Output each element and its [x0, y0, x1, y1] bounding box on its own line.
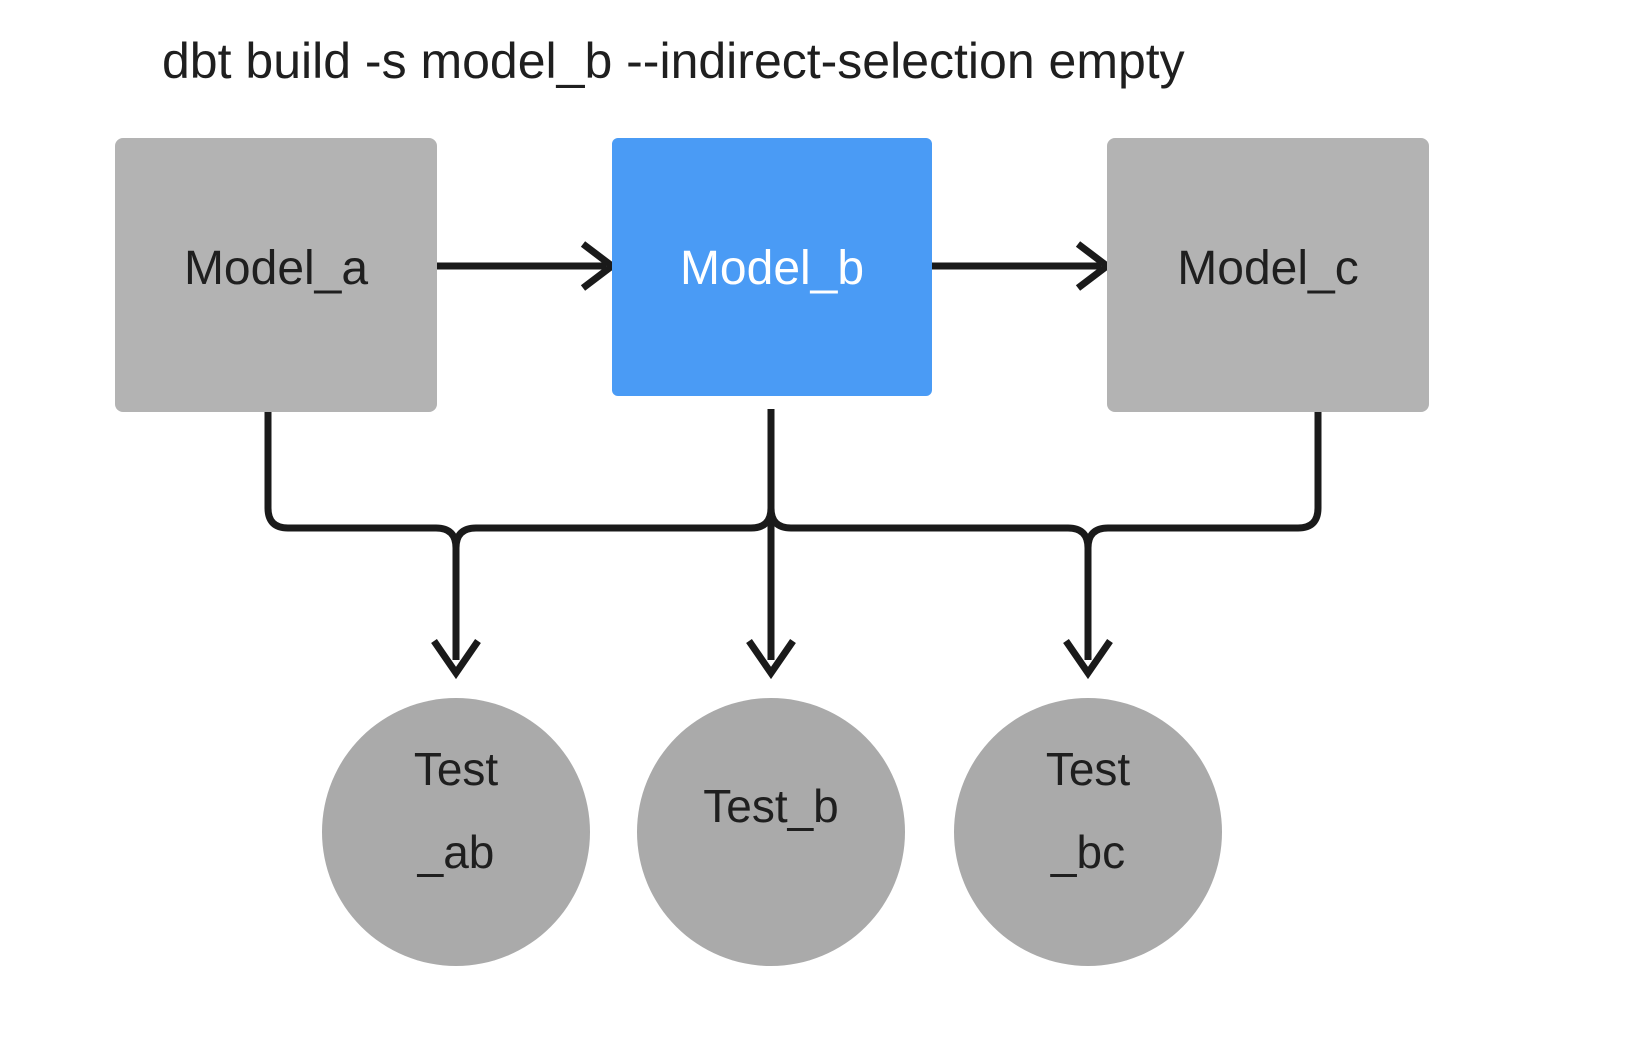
- edge-model-a-to-model-b: [437, 241, 618, 291]
- edge-model-b-to-test-ab: [452, 409, 775, 549]
- node-test-ab-shape[interactable]: [322, 698, 590, 966]
- arrow-head-icon: [1063, 639, 1113, 680]
- node-test-bc-label-line2: _bc: [1050, 826, 1125, 878]
- node-model-c-label: Model_c: [1177, 242, 1358, 295]
- node-test-bc[interactable]: Test _bc: [954, 698, 1222, 966]
- node-test-ab[interactable]: Test _ab: [322, 698, 590, 966]
- edge-line: [767, 409, 1092, 660]
- arrow-head-icon: [746, 639, 796, 680]
- node-test-ab-label-line2: _ab: [417, 826, 495, 878]
- node-model-b[interactable]: Model_b: [612, 138, 932, 396]
- arrow-head-icon: [431, 639, 481, 680]
- edge-line: [1084, 409, 1322, 549]
- node-test-ab-label-line1: Test: [414, 743, 499, 795]
- edge-line: [452, 409, 775, 549]
- node-model-c[interactable]: Model_c: [1107, 138, 1429, 412]
- edge-model-b-to-model-c: [932, 241, 1113, 291]
- node-model-a[interactable]: Model_a: [115, 138, 437, 412]
- node-test-bc-label-line1: Test: [1046, 743, 1131, 795]
- node-test-b-shape[interactable]: [637, 698, 905, 966]
- node-model-a-label: Model_a: [184, 242, 368, 295]
- edge-model-b-to-test-bc: [767, 409, 1113, 680]
- node-model-a-shape[interactable]: [115, 138, 437, 412]
- node-test-bc-shape[interactable]: [954, 698, 1222, 966]
- node-test-b[interactable]: Test_b: [637, 698, 905, 966]
- edge-line: [264, 409, 460, 660]
- node-test-b-label: Test_b: [703, 780, 839, 832]
- node-model-c-shape[interactable]: [1107, 138, 1429, 412]
- edge-model-c-to-test-bc: [1084, 409, 1322, 549]
- node-model-b-shape[interactable]: [612, 138, 932, 396]
- node-model-b-label: Model_b: [680, 242, 864, 295]
- page-title: dbt build -s model_b --indirect-selectio…: [162, 33, 1185, 89]
- edge-model-a-to-test-ab: [264, 409, 481, 680]
